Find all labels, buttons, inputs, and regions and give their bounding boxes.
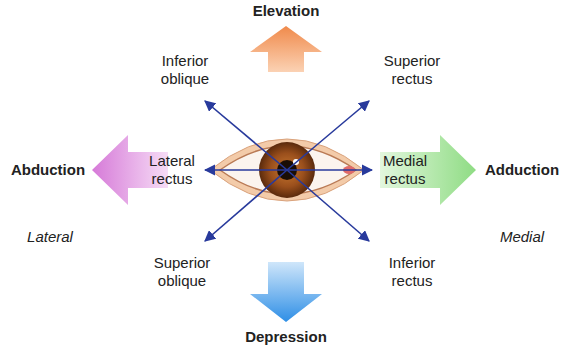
action-arrow	[287, 169, 372, 171]
action-arrow	[205, 169, 287, 171]
direction-label: Elevation	[253, 2, 320, 20]
muscle-label: Superior rectus	[376, 52, 448, 88]
side-label: Medial	[500, 228, 544, 246]
action-arrow	[287, 101, 369, 170]
direction-label: Adduction	[485, 161, 559, 179]
elevation-arrow	[250, 26, 322, 72]
action-arrow	[205, 101, 287, 170]
muscle-label: Lateral rectus	[141, 152, 203, 188]
muscle-label: Inferior rectus	[376, 254, 448, 290]
action-arrow	[287, 170, 369, 241]
side-label: Lateral	[27, 228, 73, 246]
direction-label: Abduction	[11, 161, 85, 179]
muscle-label: Superior oblique	[146, 254, 218, 290]
muscle-label: Medial rectus	[374, 152, 436, 188]
depression-arrow	[250, 262, 322, 322]
muscle-label: Inferior oblique	[149, 52, 221, 88]
direction-label: Depression	[245, 328, 327, 346]
action-arrow	[205, 170, 287, 241]
